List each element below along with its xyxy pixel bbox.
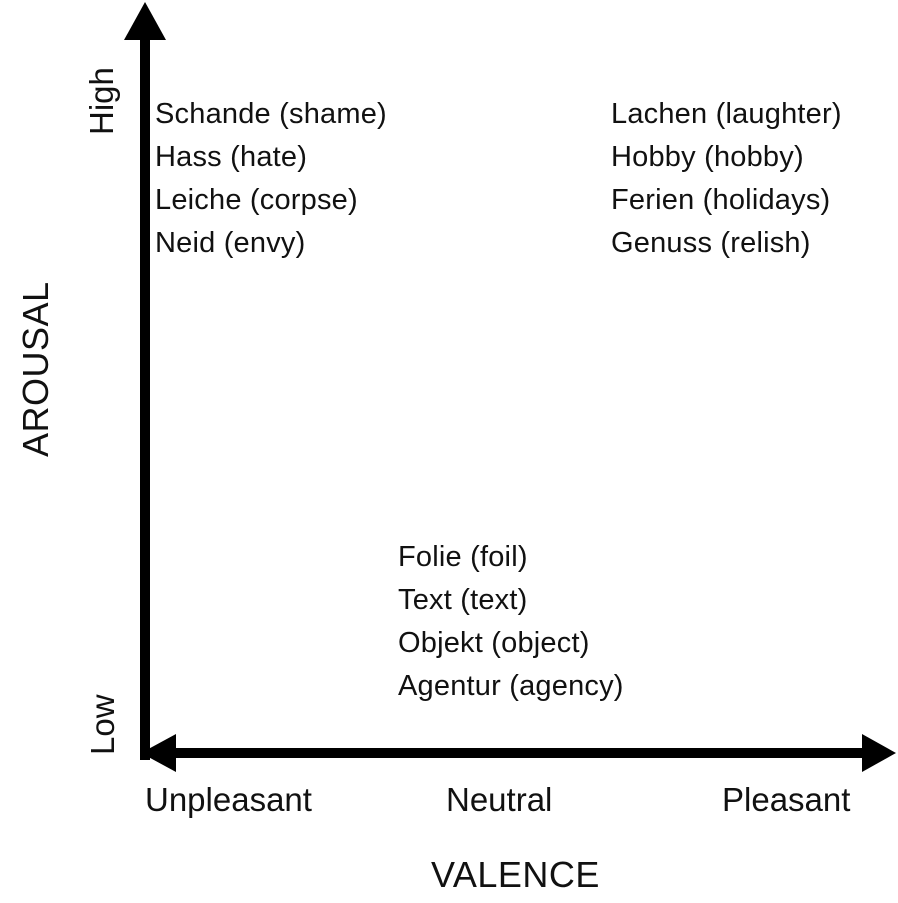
x-axis-arrowhead-right bbox=[862, 734, 896, 772]
word-item: Genuss (relish) bbox=[611, 227, 811, 259]
y-axis-title: AROUSAL bbox=[15, 281, 56, 457]
word-item: Neid (envy) bbox=[155, 227, 306, 259]
x-axis-title: VALENCE bbox=[431, 854, 600, 895]
x-tick-pleasant: Pleasant bbox=[722, 781, 851, 818]
y-axis-high-label: High bbox=[83, 67, 120, 135]
word-item: Hobby (hobby) bbox=[611, 141, 804, 173]
x-axis-arrowhead-left bbox=[141, 734, 176, 772]
group-low-neutral: Folie (foil) Text (text) Objekt (object)… bbox=[398, 539, 624, 711]
group-high-unpleasant: Schande (shame) Hass (hate) Leiche (corp… bbox=[155, 96, 387, 268]
x-tick-neutral: Neutral bbox=[446, 781, 553, 818]
word-item: Ferien (holidays) bbox=[611, 184, 831, 216]
word-item: Lachen (laughter) bbox=[611, 98, 842, 130]
group-high-pleasant: Lachen (laughter) Hobby (hobby) Ferien (… bbox=[611, 96, 842, 268]
y-axis-arrowhead bbox=[124, 2, 166, 40]
y-axis-low-label: Low bbox=[84, 694, 121, 755]
word-item: Folie (foil) bbox=[398, 541, 528, 573]
x-tick-unpleasant: Unpleasant bbox=[145, 781, 312, 818]
word-item: Text (text) bbox=[398, 584, 528, 616]
word-item: Leiche (corpse) bbox=[155, 184, 358, 216]
word-item: Schande (shame) bbox=[155, 98, 387, 130]
word-item: Agentur (agency) bbox=[398, 670, 624, 702]
word-item: Hass (hate) bbox=[155, 141, 308, 173]
word-item: Objekt (object) bbox=[398, 627, 590, 659]
